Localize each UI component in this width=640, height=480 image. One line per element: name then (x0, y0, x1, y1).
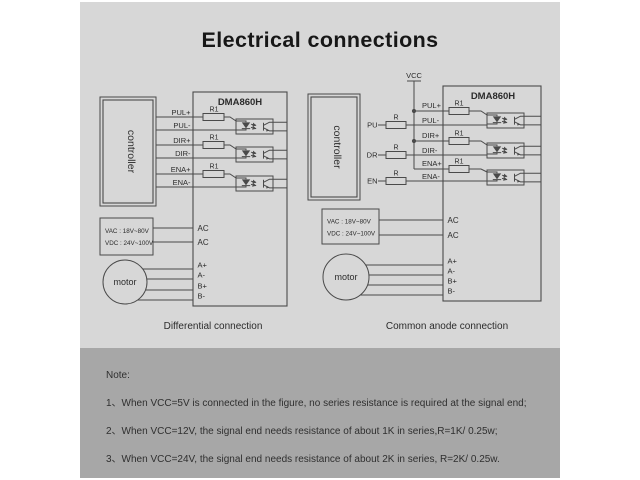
controller-output-label: PU (367, 121, 377, 130)
svg-text:R1: R1 (455, 131, 464, 138)
signal-label: PUL- (422, 116, 440, 125)
diagram-caption: Common anode connection (386, 321, 508, 332)
svg-text:R1: R1 (455, 159, 464, 166)
output-stub-wires (378, 124, 386, 182)
controller-box: controller (307, 93, 361, 201)
signal-label: ENA- (422, 172, 440, 181)
terminal-label: B- (198, 292, 206, 301)
motor-label: motor (334, 272, 357, 282)
svg-text:R1: R1 (210, 107, 219, 114)
controller-output-label: DR (367, 151, 378, 160)
controller-label: controller (125, 130, 137, 174)
motor-wires (360, 264, 443, 296)
svg-text:R: R (393, 171, 398, 178)
post-resistor-wires (224, 116, 237, 179)
signal-label: ENA- (173, 178, 191, 187)
power-line: VDC : 24V~100V (105, 240, 154, 247)
optocoupler-icon (487, 143, 524, 158)
signal-wires-minus (406, 124, 487, 182)
signal-label: DIR- (422, 146, 438, 155)
page-title: Electrical connections (201, 28, 439, 52)
optocoupler-icon (487, 170, 524, 185)
note-heading: Note: (106, 370, 130, 381)
differential-diagram: controller PUL+ PUL- DIR+ DIR- ENA+ ENA-… (99, 91, 288, 332)
terminal-label: B+ (198, 282, 208, 291)
terminal-label: A- (448, 267, 456, 276)
optocoupler-icon (487, 113, 524, 128)
signal-label: PUL+ (422, 101, 442, 110)
power-line: VAC : 18V~80V (327, 219, 372, 226)
wiring-diagrams: controller PUL+ PUL- DIR+ DIR- ENA+ ENA-… (99, 71, 542, 332)
ac-label: AC (448, 231, 459, 240)
optocoupler-icon (236, 147, 273, 162)
motor: motor (322, 253, 370, 301)
driver-box: DMA860H (442, 85, 542, 302)
terminal-label: B- (448, 287, 456, 296)
signal-label: DIR- (175, 149, 191, 158)
optocoupler-icon (236, 176, 273, 191)
series-resistor: R (385, 145, 407, 159)
signal-label: ENA+ (171, 165, 191, 174)
driver-label: DMA860H (471, 91, 515, 102)
signal-wires-plus (156, 116, 203, 175)
optocoupler-icon (236, 119, 273, 134)
terminal-label: A- (198, 271, 206, 280)
motor: motor (102, 259, 148, 305)
ac-wires (153, 227, 193, 243)
signal-label: DIR+ (422, 131, 440, 140)
signal-label: ENA+ (422, 159, 442, 168)
controller-box: controller (99, 96, 157, 207)
ac-label: AC (198, 238, 209, 247)
motor-wires (137, 268, 193, 301)
power-line: VDC : 24V~100V (327, 231, 376, 238)
resistor-r1: R1 (448, 159, 470, 173)
vcc-label: VCC (406, 71, 422, 80)
series-resistor: R (385, 171, 407, 185)
resistor-r1: R1 (202, 164, 225, 178)
resistor-r1: R1 (448, 131, 470, 145)
terminal-label: B+ (448, 277, 458, 286)
driver-label: DMA860H (218, 97, 262, 108)
svg-text:R1: R1 (455, 101, 464, 108)
note-item: 3、When VCC=24V, the signal end needs res… (106, 454, 500, 465)
power-supply-box: VAC : 18V~80V VDC : 24V~100V (321, 208, 380, 245)
controller-label: controller (331, 125, 343, 169)
ac-wires (379, 219, 443, 236)
svg-text:R: R (393, 145, 398, 152)
opto-output-wires (273, 121, 287, 189)
note-item: 1、When VCC=5V is connected in the figure… (106, 398, 527, 409)
resistor-r1: R1 (448, 101, 470, 115)
svg-text:R: R (393, 115, 398, 122)
driver-box: DMA860H (192, 91, 288, 307)
signal-wires-minus (156, 129, 236, 188)
signal-label: PUL+ (172, 108, 192, 117)
terminal-label: A+ (198, 261, 208, 270)
resistor-r1: R1 (202, 107, 225, 121)
power-supply-box: VAC : 18V~80V VDC : 24V~100V (99, 217, 154, 256)
series-resistor: R (385, 115, 407, 129)
common-anode-diagram: VCC controller PU DR EN R (307, 71, 542, 332)
ac-label: AC (448, 216, 459, 225)
diagram-panel: Electrical connections (80, 2, 560, 348)
controller-output-label: EN (367, 177, 377, 186)
signal-label: PUL- (173, 121, 191, 130)
diagram-caption: Differential connection (164, 321, 263, 332)
svg-text:R1: R1 (210, 164, 219, 171)
note-section: Note: 1、When VCC=5V is connected in the … (80, 348, 560, 478)
power-line: VAC : 18V~80V (105, 228, 150, 235)
opto-output-wires (524, 115, 541, 183)
resistor-r1: R1 (202, 135, 225, 149)
ac-label: AC (198, 224, 209, 233)
terminal-label: A+ (448, 257, 458, 266)
signal-label: DIR+ (173, 136, 191, 145)
note-item: 2、When VCC=12V, the signal end needs res… (106, 426, 498, 437)
post-resistor-wires (469, 110, 488, 173)
svg-text:R1: R1 (210, 135, 219, 142)
motor-label: motor (113, 277, 136, 287)
